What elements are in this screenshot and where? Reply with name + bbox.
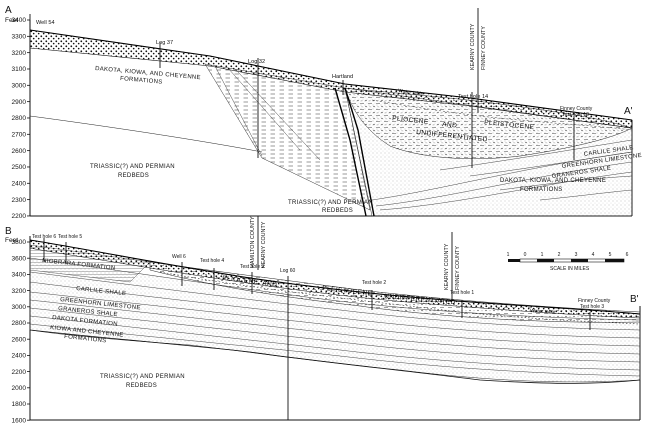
section-b-right-label: B'	[630, 294, 639, 305]
section-a-ticks: 3400 3300 3200 3100 3000 2900 2800 2700 2600 2500…	[12, 17, 30, 220]
scale-tick-label: 4	[592, 252, 595, 258]
section-a-fault-2	[344, 87, 375, 217]
section-a-triassic-label: TRIASSIC(?) AND PERMIAN	[90, 164, 175, 170]
section-a-land-surface	[29, 29, 633, 121]
sectionA-tick-label: 3300	[12, 34, 27, 41]
sectionA-tick-label: 2900	[12, 99, 27, 106]
section-b-county-kf-left: KEARNY COUNTY	[444, 243, 450, 290]
sectionA-tick-label: 2400	[12, 181, 27, 188]
scale-bar: 1 0 1 2 3 4 5 6 SCALE IN MILES	[507, 252, 629, 272]
scale-tick-label: 1	[541, 252, 544, 258]
section-b-well-5: Log 60	[280, 268, 296, 274]
sectionA-tick-label: 3400	[12, 17, 27, 24]
section-b-bedding	[29, 271, 641, 377]
section-b-ticks: 3800 3600 3400 3200 3000 2800 2600 2400 2200 2000…	[12, 239, 30, 424]
section-a-well-3: Hartland	[332, 74, 353, 80]
section-a-county-left: KEARNY COUNTY	[470, 23, 476, 70]
section-a: A A' Feet 3400 3300 3200 3100 3000 2900 2800 27…	[5, 5, 642, 220]
sectionB-tick-label: 1800	[12, 401, 27, 408]
section-b-well-3: Test hole 4	[200, 258, 224, 264]
section-b-water-table-line	[159, 271, 641, 325]
section-a-triassic-center-2: REDBEDS	[322, 208, 353, 214]
sectionB-tick-label: 3000	[12, 304, 27, 311]
section-b-triassic-label-2: REDBEDS	[126, 383, 157, 389]
sectionA-tick-label: 2600	[12, 148, 27, 155]
scale-ticks: 1 0 1 2 3 4 5 6	[507, 252, 629, 258]
section-b-kiowa-label-2: FORMATIONS	[64, 334, 107, 344]
sectionB-tick-label: 2200	[12, 369, 27, 376]
section-b-and: AND	[262, 280, 278, 289]
scale-tick-label: 2	[558, 252, 561, 258]
section-a-well-4: Test hole 14	[458, 94, 488, 100]
section-a-right-label: A'	[624, 106, 633, 117]
sectionB-tick-label: 3600	[12, 255, 27, 262]
scale-tick-label: 0	[524, 252, 527, 258]
scale-tick-label: 5	[609, 252, 612, 258]
section-a-fault	[334, 87, 367, 217]
section-a-left-label: A	[5, 5, 12, 16]
scale-tick-label: 3	[575, 252, 578, 258]
section-b-well-2: Well 6	[172, 254, 186, 260]
sectionA-tick-label: 2500	[12, 164, 27, 171]
sectionB-tick-label: 2000	[12, 385, 27, 392]
scale-tick-label: 6	[626, 252, 629, 258]
scale-tick-label: 1	[507, 252, 510, 258]
section-b-redbeds-contact	[29, 329, 641, 384]
section-b-water-table: Water table	[530, 308, 556, 316]
sectionA-tick-label: 2800	[12, 115, 27, 122]
sectionA-tick-label: 2700	[12, 132, 27, 139]
sectionB-tick-label: 2400	[12, 353, 27, 360]
section-a-well-1: Log 37	[156, 40, 173, 46]
sectionA-tick-label: 3100	[12, 66, 27, 73]
section-b-pliocene: PLIOCENE	[222, 275, 259, 286]
section-a-well-0: Well 54	[36, 20, 55, 26]
section-a-finney-label: Finney County	[560, 106, 593, 112]
section-a-dakota-right: DAKOTA, KIOWA, AND CHEYENNE	[500, 178, 606, 184]
section-b-well-6: Test hole 2	[362, 280, 386, 286]
sectionA-tick-label: 3200	[12, 50, 27, 57]
section-a-and: AND	[442, 121, 458, 130]
section-b-finney-label: Finney County	[578, 298, 611, 304]
section-a-pliocene: PLIOCENE	[392, 115, 429, 126]
section-a-triassic-center: TRIASSIC(?) AND PERMIAN	[288, 200, 373, 206]
section-a-dakota-label-2: FORMATIONS	[120, 76, 163, 86]
section-b-county-hk-right: KEARNY COUNTY	[261, 221, 267, 268]
sectionA-tick-label: 2300	[12, 197, 27, 204]
section-a-finney-well: Test hole 10	[562, 112, 589, 118]
sectionA-tick-label: 2200	[12, 213, 27, 220]
section-b-county-kf-right: FINNEY COUNTY	[455, 246, 461, 290]
section-b-well-7: Test hole 1	[450, 290, 474, 296]
sectionB-tick-label: 3400	[12, 272, 27, 279]
sectionB-tick-label: 1600	[12, 417, 27, 424]
section-b-land-surface	[29, 239, 641, 315]
sectionA-tick-label: 3000	[12, 83, 27, 90]
sectionB-tick-label: 2800	[12, 320, 27, 327]
section-a-unit: Feet	[5, 17, 18, 24]
section-a-triassic-label-2: REDBEDS	[118, 173, 149, 179]
section-b-well-4: Test hole 3	[240, 264, 264, 270]
section-b-finney-well: Test hole 3	[580, 304, 604, 310]
section-a-well-2: Log 32	[248, 59, 265, 65]
section-b-well-0: Test hole 6	[32, 234, 56, 240]
section-b-left-label: B	[5, 226, 12, 237]
section-a-water-table: Water table	[398, 88, 424, 98]
section-b-county-hk-left: HAMILTON COUNTY	[250, 216, 256, 268]
section-a-county-right: FINNEY COUNTY	[481, 26, 487, 70]
sectionB-tick-label: 3200	[12, 288, 27, 295]
section-b-unit: Feet	[5, 237, 18, 244]
sectionB-tick-label: 3800	[12, 239, 27, 246]
section-a-redbeds-contact	[29, 115, 263, 153]
section-b-carlile-label: CARLILE SHALE	[76, 286, 127, 297]
section-b-well-1: Test hole 5	[58, 234, 82, 240]
section-b: B B' Feet 380036003400320030002800260024…	[5, 216, 641, 424]
sectionB-tick-label: 2600	[12, 336, 27, 343]
scale-label: SCALE IN MILES	[550, 266, 590, 272]
section-a-dakota-right-2: FORMATIONS	[520, 187, 563, 193]
section-b-triassic-label: TRIASSIC(?) AND PERMIAN	[100, 374, 185, 380]
